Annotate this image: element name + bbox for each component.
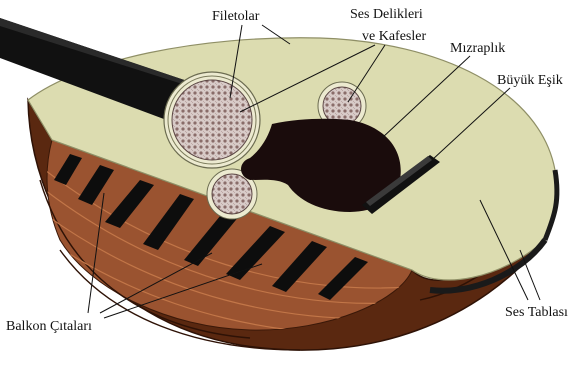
label-buyuk-esik: Büyük Eşik bbox=[497, 73, 563, 88]
label-ses-delikleri-line2: ve Kafesler bbox=[362, 29, 426, 44]
label-mizraplik: Mızraplık bbox=[450, 41, 505, 56]
label-ses-tablasi: Ses Tablası bbox=[505, 305, 568, 320]
label-ses-delikleri-line1: Ses Delikleri bbox=[350, 7, 423, 22]
label-balkon-citalari: Balkon Çıtaları bbox=[6, 319, 92, 334]
main-rosette bbox=[164, 72, 260, 168]
label-filetolar: Filetolar bbox=[212, 9, 260, 24]
